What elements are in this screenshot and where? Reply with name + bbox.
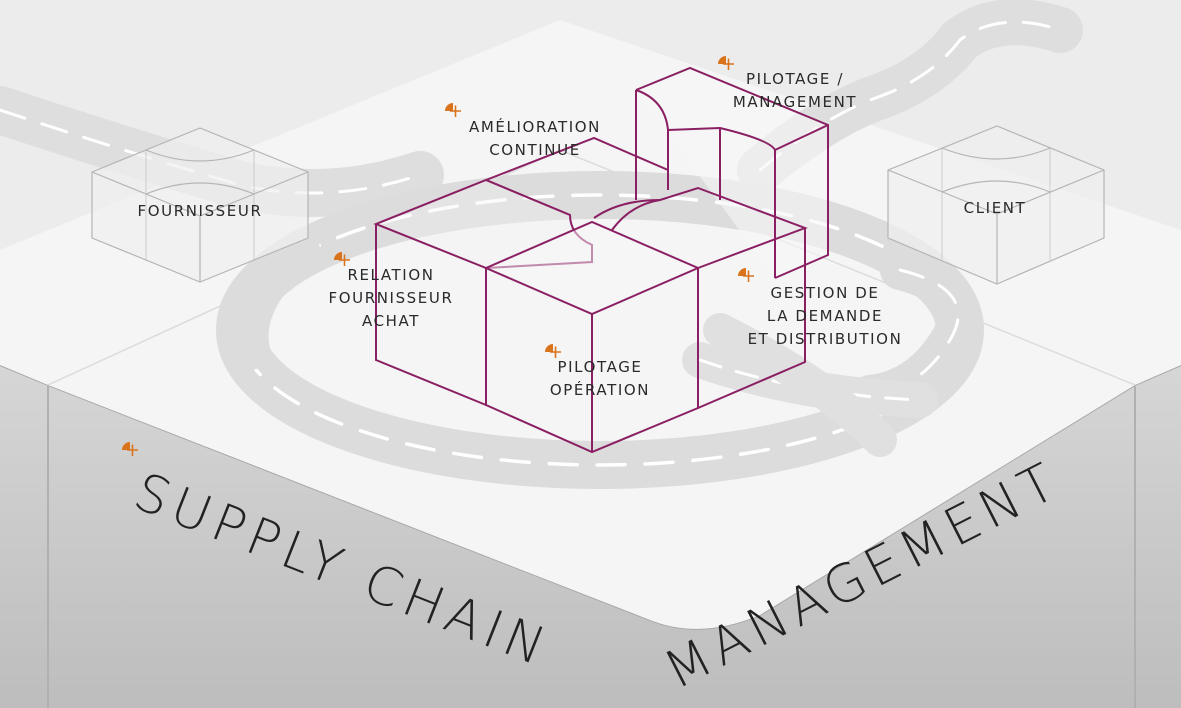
plus-quarter-icon: [545, 344, 561, 358]
roads: [0, 0, 1083, 489]
fournisseur-cube: [91, 127, 309, 283]
plus-quarter-icon: [738, 268, 754, 282]
gestion-demande-label: GESTION DE LA DEMANDE ET DISTRIBUTION: [747, 284, 903, 348]
client-cube: [887, 125, 1105, 285]
central-modules: [373, 66, 829, 454]
relation-fournisseur-label: RELATION FOURNISSEUR ACHAT: [328, 266, 454, 330]
pilotage-management-label: PILOTAGE / MANAGEMENT: [732, 70, 858, 111]
plus-quarter-icon: [334, 252, 350, 266]
fournisseur-label: FOURNISSEUR: [137, 202, 263, 220]
plus-quarter-icon: [122, 442, 138, 456]
plus-quarter-icon: [718, 56, 734, 70]
pilotage-operation-label: PILOTAGE OPÉRATION: [549, 358, 651, 399]
plus-quarter-icon: [445, 103, 461, 117]
client-label: CLIENT: [963, 199, 1027, 217]
amelioration-continue-label: AMÉLIORATION CONTINUE: [469, 118, 601, 159]
